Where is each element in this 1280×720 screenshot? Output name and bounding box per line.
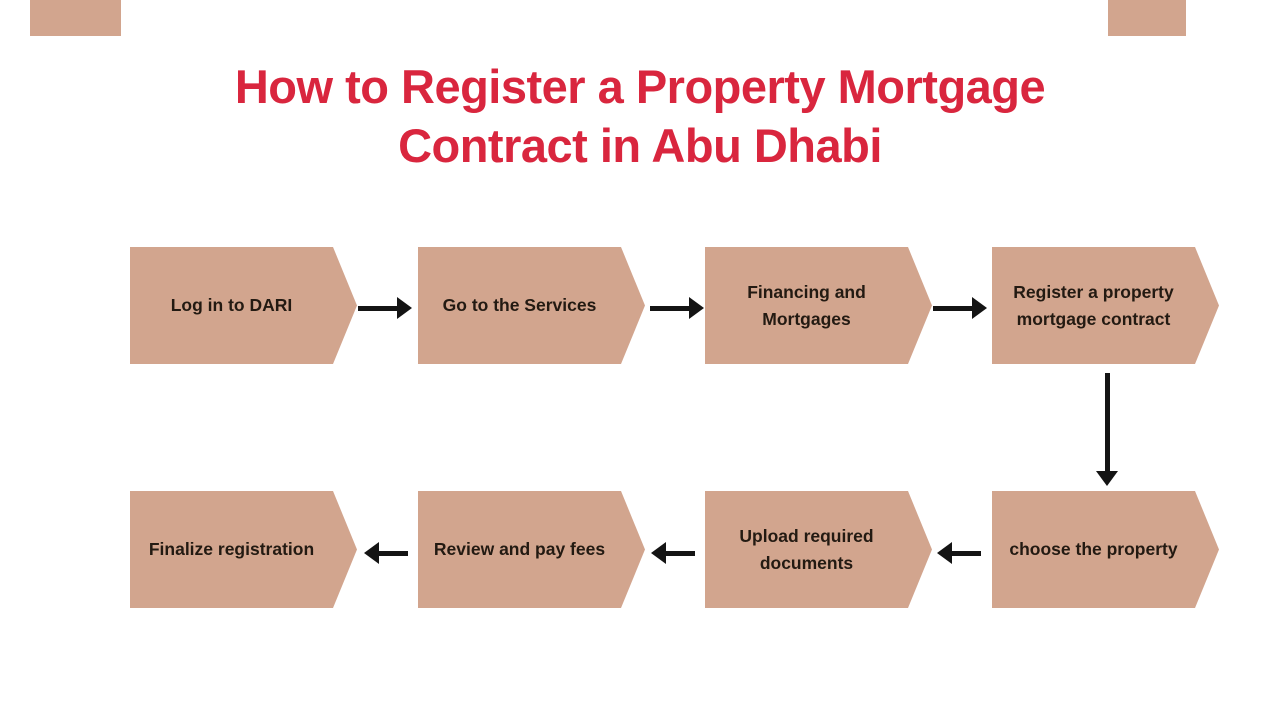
step-label: Log in to DARI (170, 295, 293, 315)
arrow-shaft (1104, 373, 1110, 472)
page-title-line-1: How to Register a Property Mortgage (234, 60, 1046, 113)
arrow-head (1096, 471, 1118, 486)
arrow-head (972, 297, 987, 319)
arrow-head (364, 542, 379, 564)
arrow-right-icon (650, 297, 704, 319)
step-label: Review and pay fees (433, 539, 606, 559)
arrow-head (689, 297, 704, 319)
step-financing-and-mortgages: Financing and Mortgages (705, 247, 932, 364)
step-label: Financing and Mortgages (747, 281, 866, 329)
arrow-left-icon (651, 542, 695, 564)
decor-corner-block-right (1108, 0, 1186, 36)
page-title: How to Register a Property Mortgage Cont… (0, 57, 1280, 175)
arrow-right-icon (933, 297, 987, 319)
step-review-and-pay-fees: Review and pay fees (418, 491, 645, 608)
arrow-left-icon (937, 542, 981, 564)
step-label: Upload required documents (739, 525, 874, 573)
step-label: Register a property mortgage contract (1013, 281, 1174, 329)
step-label: Go to the Services (442, 295, 597, 315)
step-go-to-the-services: Go to the Services (418, 247, 645, 364)
step-register-a-property-mortgage-contract: Register a property mortgage contract (992, 247, 1219, 364)
step-upload-required-documents: Upload required documents (705, 491, 932, 608)
arrow-head (651, 542, 666, 564)
step-label: Finalize registration (148, 539, 315, 559)
step-choose-the-property: choose the property (992, 491, 1219, 608)
arrow-head (937, 542, 952, 564)
arrow-shaft (933, 305, 974, 311)
arrow-left-icon (364, 542, 408, 564)
arrow-down-icon (1096, 373, 1118, 486)
arrow-shaft (377, 550, 408, 556)
step-log-in-to-dari: Log in to DARI (130, 247, 357, 364)
step-finalize-registration: Finalize registration (130, 491, 357, 608)
arrow-shaft (358, 305, 399, 311)
arrow-shaft (650, 305, 691, 311)
step-label: choose the property (1009, 539, 1178, 559)
page-title-line-2: Contract in Abu Dhabi (398, 119, 882, 172)
decor-corner-block-left (30, 0, 121, 36)
arrow-head (397, 297, 412, 319)
arrow-shaft (664, 550, 695, 556)
arrow-right-icon (358, 297, 412, 319)
arrow-shaft (950, 550, 981, 556)
